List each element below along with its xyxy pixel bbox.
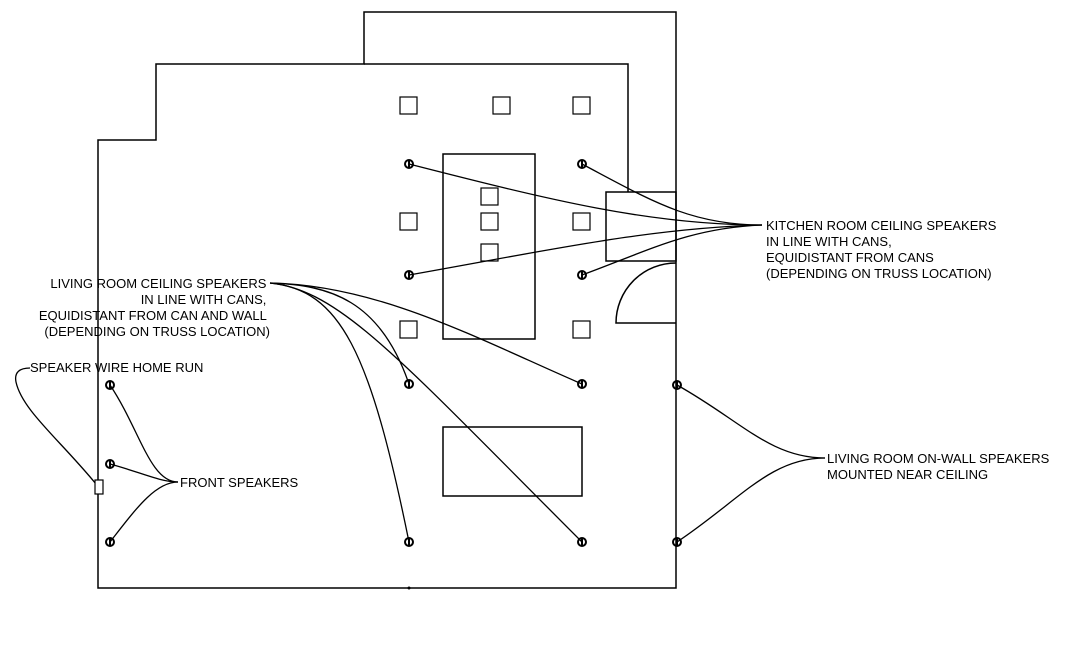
- can-light: [399, 96, 418, 115]
- speaker-icon: [672, 537, 682, 547]
- kitchen-speakers-label: KITCHEN ROOM CEILING SPEAKERS IN LINE WI…: [766, 218, 1000, 281]
- on-wall-wire: [676, 384, 826, 459]
- speaker-icon: [577, 379, 587, 389]
- furniture-table: [442, 426, 583, 497]
- kitchen-wire: [408, 163, 763, 226]
- speaker-icon: [105, 459, 115, 469]
- kitchen-wire: [581, 224, 763, 276]
- speaker-wires: [14, 163, 826, 543]
- kitchen-island: [442, 153, 536, 340]
- on-wall-wire: [676, 457, 826, 543]
- kitchen-wire: [408, 224, 763, 276]
- living-ceiling-speakers-label: LIVING ROOM CEILING SPEAKERS IN LINE WIT…: [39, 276, 270, 339]
- speaker-icon: [404, 537, 414, 547]
- speaker-icon: [105, 537, 115, 547]
- front-wire: [109, 463, 179, 483]
- can-light: [572, 96, 591, 115]
- living-ceiling-wire: [269, 282, 583, 385]
- can-light: [572, 320, 591, 339]
- home-run-label: SPEAKER WIRE HOME RUN: [30, 360, 203, 375]
- front-wire: [109, 481, 179, 543]
- can-light: [480, 212, 499, 231]
- speakers: [105, 159, 682, 547]
- kitchen-cabinet: [605, 191, 677, 262]
- recessed-cans: [399, 96, 591, 339]
- can-light: [572, 212, 591, 231]
- speaker-icon: [577, 159, 587, 169]
- front-wire: [109, 384, 179, 483]
- speaker-icon: [404, 270, 414, 280]
- living-ceiling-wire: [269, 282, 410, 543]
- can-light: [399, 212, 418, 231]
- wall-marker: [407, 586, 411, 590]
- home-run-wire: [14, 367, 97, 485]
- can-light: [399, 320, 418, 339]
- speaker-icon: [105, 380, 115, 390]
- speaker-icon: [672, 380, 682, 390]
- interior-wall: [364, 63, 629, 192]
- speaker-icon: [404, 159, 414, 169]
- door-swing: [615, 262, 677, 324]
- on-wall-speakers-label: LIVING ROOM ON-WALL SPEAKERS MOUNTED NEA…: [827, 451, 1053, 482]
- speaker-icon: [577, 270, 587, 280]
- can-light: [480, 243, 499, 262]
- kitchen-wire: [581, 163, 763, 226]
- home-run-junction-box: [94, 479, 104, 495]
- living-ceiling-wire: [269, 282, 583, 543]
- can-light: [492, 96, 511, 115]
- speaker-icon: [577, 537, 587, 547]
- front-speakers-label: FRONT SPEAKERS: [180, 475, 299, 490]
- can-light: [480, 187, 499, 206]
- living-ceiling-wire: [269, 282, 410, 385]
- speaker-icon: [404, 379, 414, 389]
